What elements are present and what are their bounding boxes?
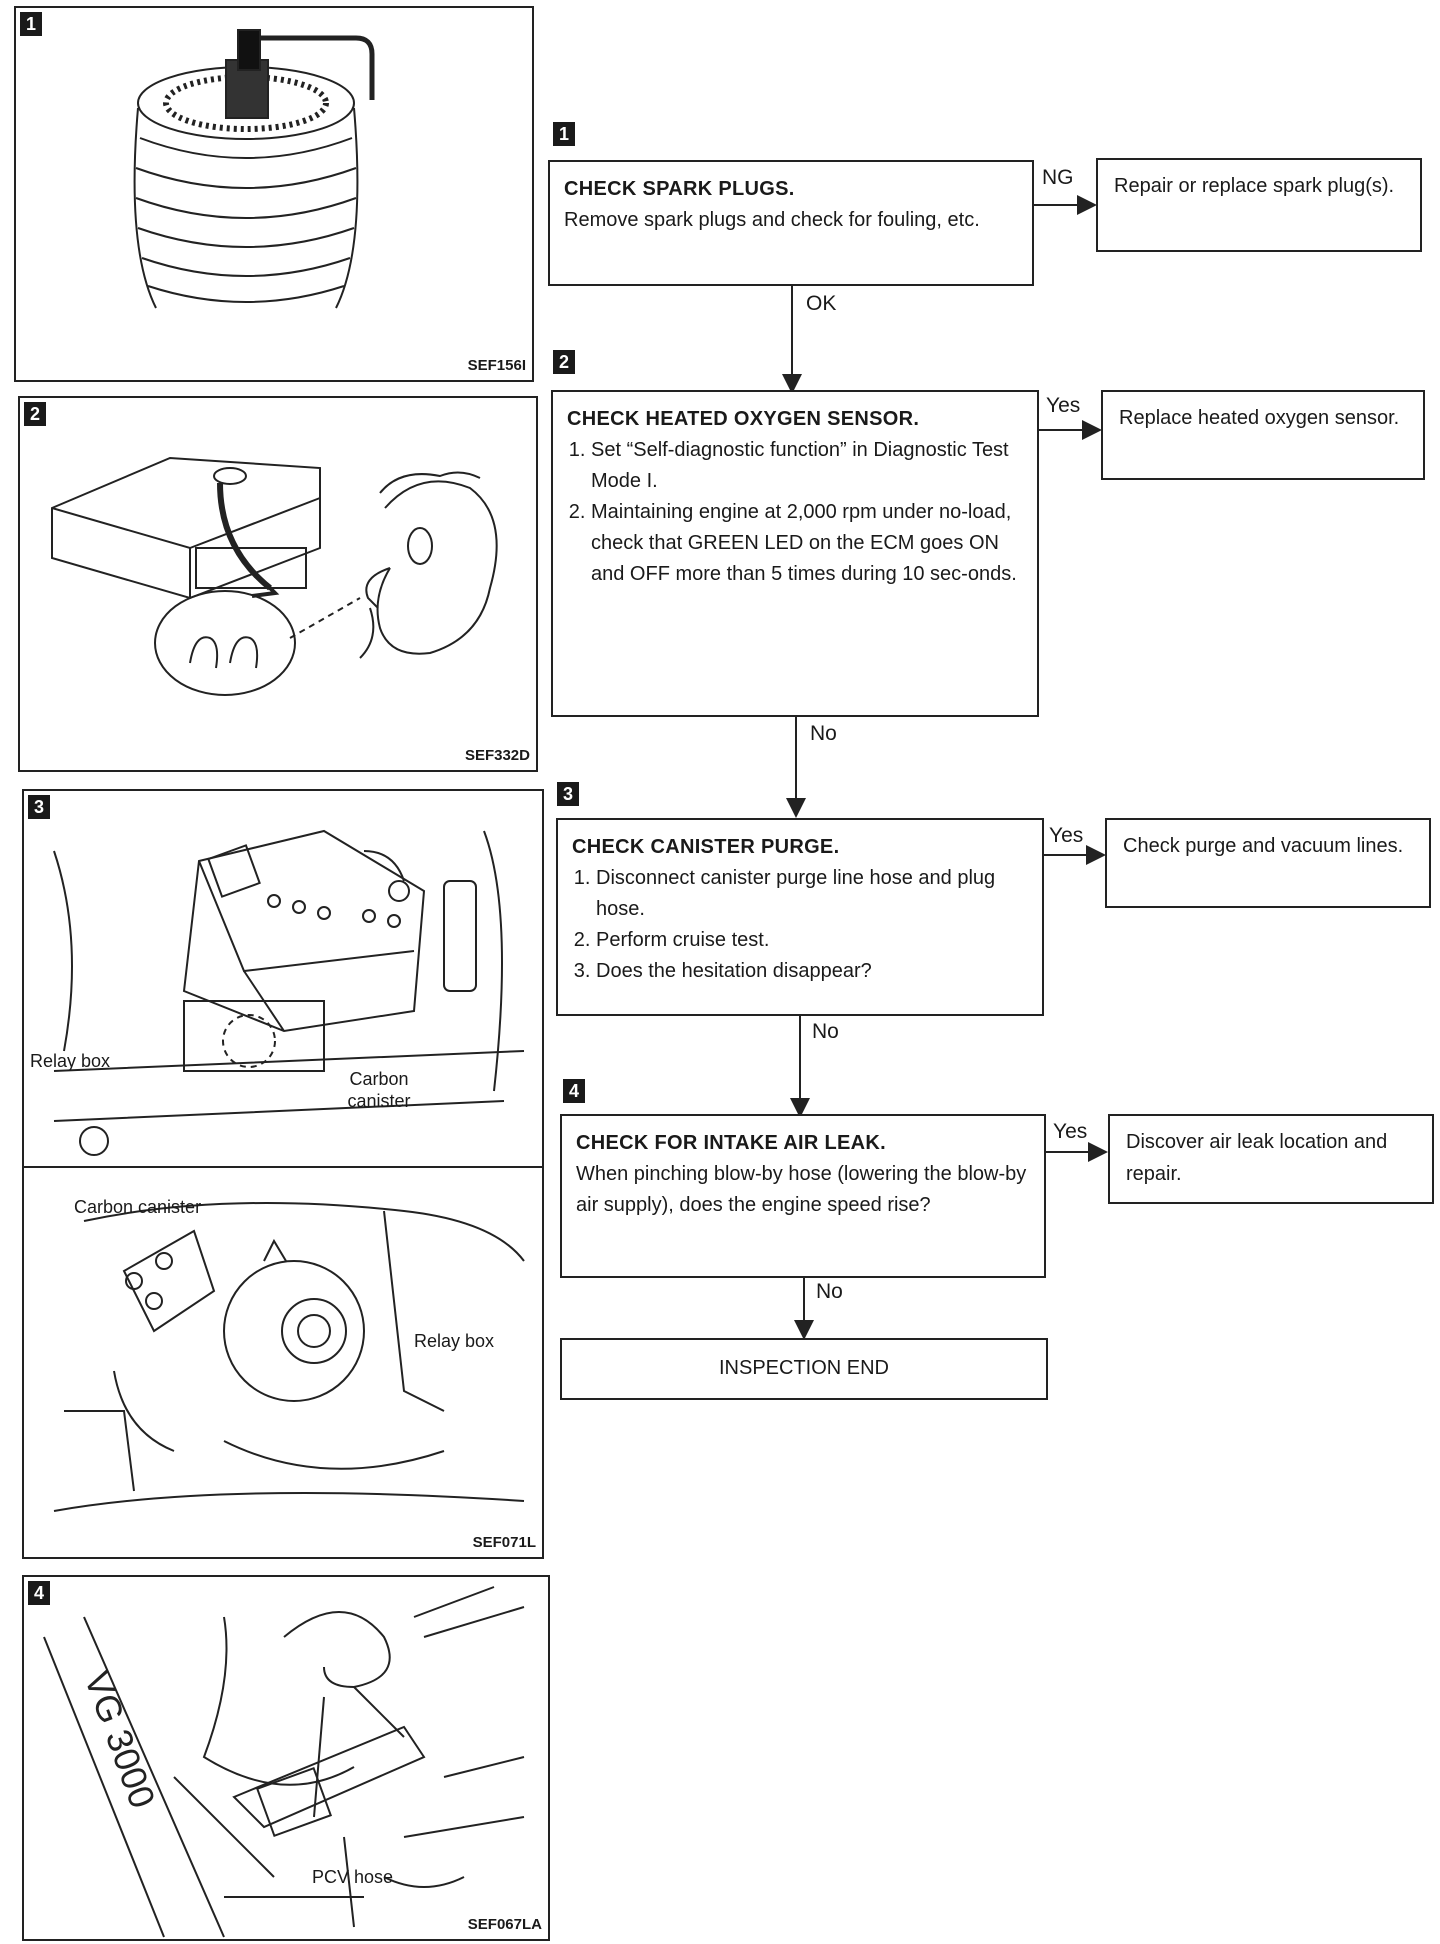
engine-bay-illustration (24, 829, 542, 1512)
step-1-title: CHECK SPARK PLUGS. (564, 178, 795, 200)
step-badge-3: 3 (557, 782, 579, 806)
figure-badge: 2 (24, 402, 46, 426)
callout-carbon-canister-upper: Carbon canister (347, 1069, 411, 1111)
step-badge-1: 1 (553, 122, 575, 146)
spark-plug-illustration (133, 29, 375, 309)
figure-pcv-hose: 4 VG 3000 PCV hose SEF067LA (22, 1575, 550, 1941)
figure-badge: 3 (28, 795, 50, 819)
step-4-text: When pinching blow-by hose (lowering the… (576, 1163, 1027, 1216)
step-3-title: CHECK CANISTER PURGE. (572, 836, 840, 858)
figure-badge: 1 (20, 12, 42, 36)
callout-pcv-hose: PCV hose (312, 1867, 394, 1887)
pcv-hose-illustration: VG 3000 (43, 1586, 525, 1938)
figure-code: SEF332D (464, 747, 530, 764)
figure-ecm-led: 2 SEF332D (18, 396, 538, 772)
label-yes-4: Yes (1053, 1120, 1088, 1143)
figure-canister-relay: 3 (22, 789, 544, 1559)
step-2-item: Set “Self-diagnostic function” in Diagno… (591, 435, 1023, 497)
label-no-2: No (810, 722, 837, 745)
figure-spark-plug: 1 SEF156I (14, 6, 534, 382)
step-3-item: Does the hesitation disappear? (596, 956, 1028, 987)
label-yes-3: Yes (1049, 824, 1084, 847)
step-4-title: CHECK FOR INTAKE AIR LEAK. (576, 1132, 887, 1154)
result-3-box: Check purge and vacuum lines. (1105, 818, 1431, 908)
step-2-box: CHECK HEATED OXYGEN SENSOR. Set “Self-di… (551, 390, 1039, 717)
step-2-list: Set “Self-diagnostic function” in Diagno… (567, 435, 1023, 590)
step-1-box: CHECK SPARK PLUGS. Remove spark plugs an… (548, 160, 1034, 286)
step-1-text: Remove spark plugs and check for fouling… (564, 209, 980, 231)
figure-badge: 4 (28, 1581, 50, 1605)
figure-code: SEF071L (472, 1534, 536, 1551)
step-badge-4: 4 (563, 1079, 585, 1103)
ecm-led-illustration (51, 456, 498, 696)
step-2-item: Maintaining engine at 2,000 rpm under no… (591, 497, 1023, 590)
result-1-box: Repair or replace spark plug(s). (1096, 158, 1422, 252)
label-no-4: No (816, 1280, 843, 1303)
step-2-title: CHECK HEATED OXYGEN SENSOR. (567, 408, 920, 430)
figure-code: SEF156I (467, 357, 526, 374)
result-4-box: Discover air leak location and repair. (1108, 1114, 1434, 1204)
step-badge-2: 2 (553, 350, 575, 374)
figure-code: SEF067LA (467, 1916, 542, 1933)
label-ok: OK (806, 292, 837, 315)
result-2-box: Replace heated oxygen sensor. (1101, 390, 1425, 480)
label-no-3: No (812, 1020, 839, 1043)
step-3-list: Disconnect canister purge line hose and … (572, 863, 1028, 987)
label-yes-2: Yes (1046, 394, 1081, 417)
callout-relay-box-lower: Relay box (414, 1331, 495, 1351)
callout-carbon-canister-lower: Carbon canister (74, 1197, 202, 1217)
step-3-item: Perform cruise test. (596, 925, 1028, 956)
step-3-box: CHECK CANISTER PURGE. Disconnect caniste… (556, 818, 1044, 1016)
label-ng: NG (1042, 166, 1074, 189)
step-3-item: Disconnect canister purge line hose and … (596, 863, 1028, 925)
inspection-end-box: INSPECTION END (560, 1338, 1048, 1400)
callout-relay-box-upper: Relay box (30, 1051, 111, 1071)
step-4-box: CHECK FOR INTAKE AIR LEAK. When pinching… (560, 1114, 1046, 1278)
